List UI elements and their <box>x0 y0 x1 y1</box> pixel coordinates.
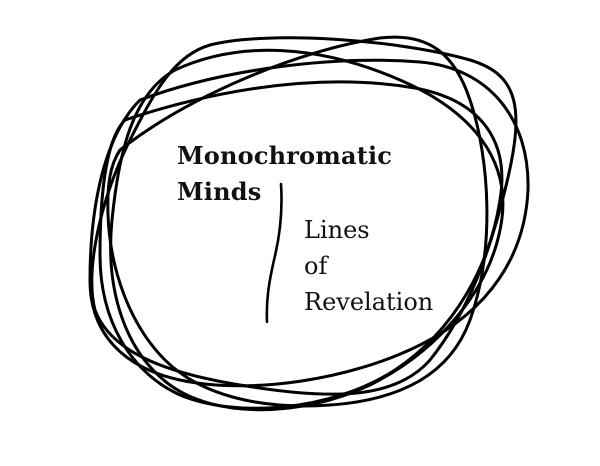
loop-outline-5 <box>98 80 504 410</box>
logo-subtitle-line-2: of <box>304 252 328 280</box>
logo-title: Monochromatic Minds <box>177 138 417 210</box>
logo-subtitle-line-1: Lines <box>304 216 370 244</box>
logo-subtitle-line-3: Revelation <box>304 288 434 316</box>
loop-outline-2 <box>106 35 489 408</box>
divider-line <box>265 182 283 324</box>
logo-subtitle: Lines of Revelation <box>304 212 454 320</box>
logo-title-line-1: Monochromatic <box>177 141 393 170</box>
loop-outline-3 <box>88 58 530 388</box>
logo-title-line-2: Minds <box>177 177 262 206</box>
